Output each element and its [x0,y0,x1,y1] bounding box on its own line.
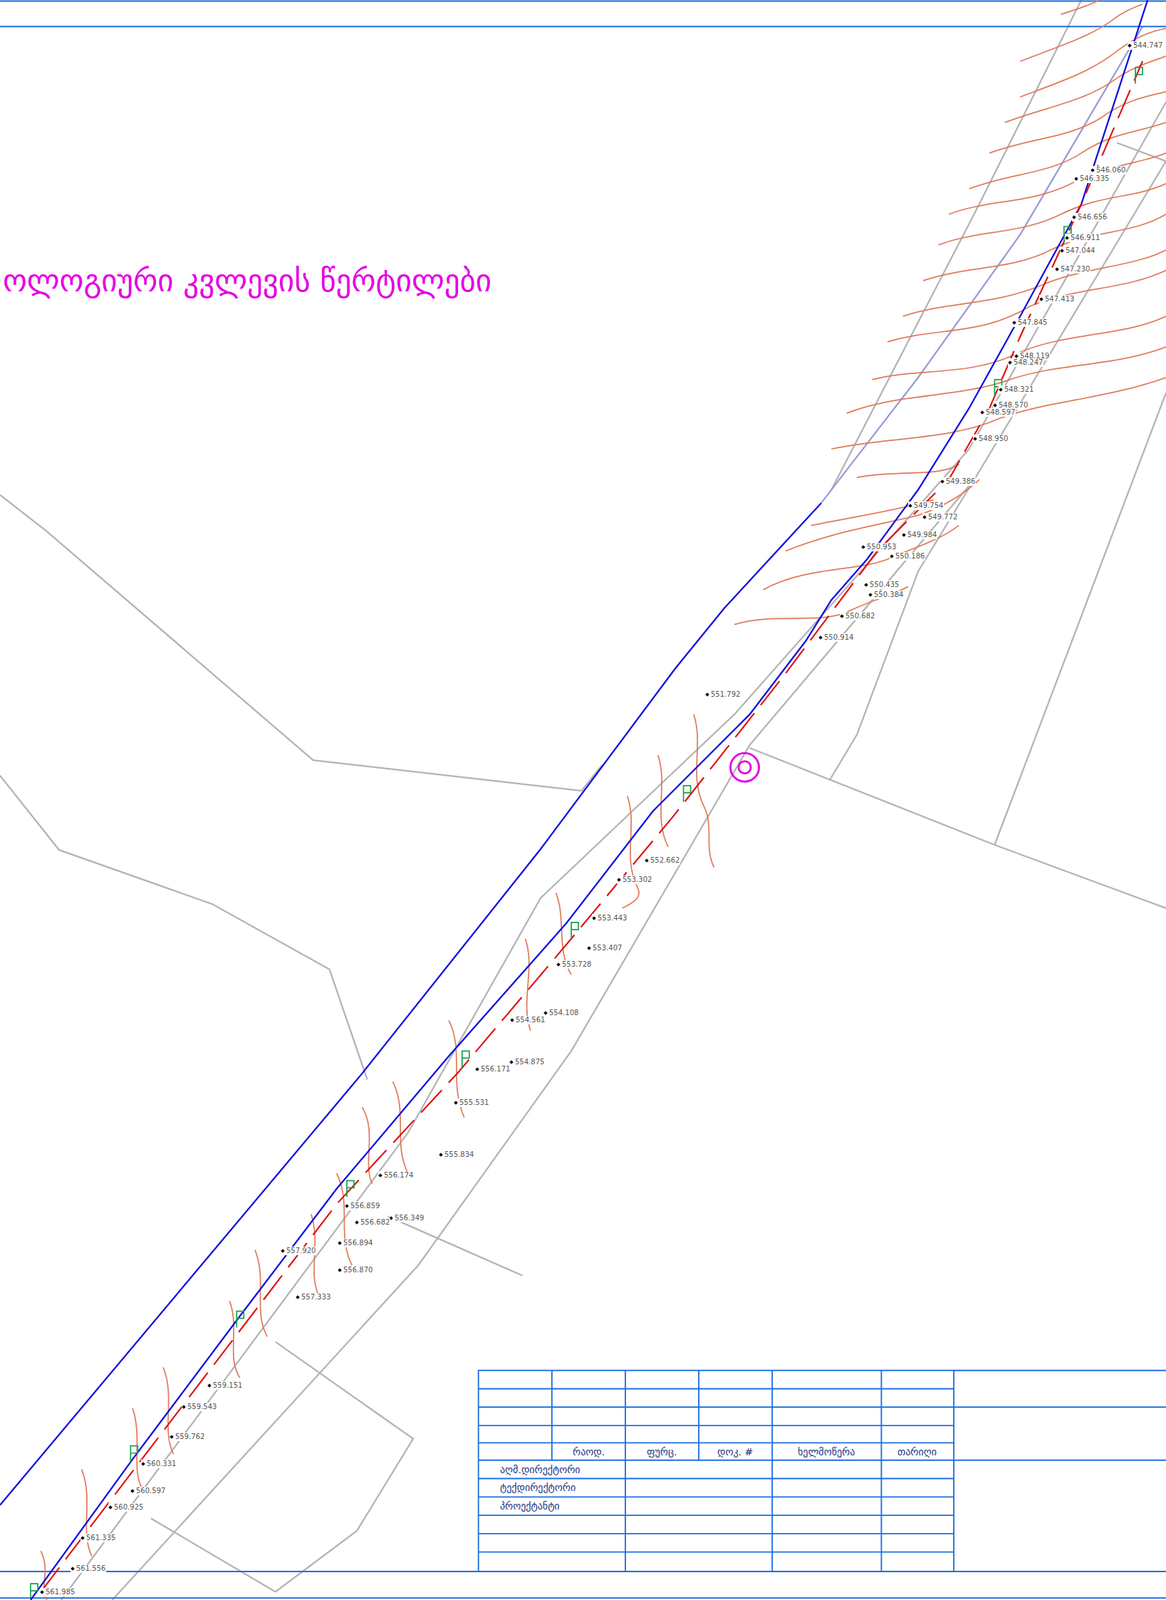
elevation-label: 546.335 [1074,174,1110,184]
elevation-label: 553.407 [586,943,623,953]
table-header: ფურც. [646,1445,677,1459]
elevation-label: 556.894 [337,1238,374,1248]
outer-boundary [0,502,822,1506]
geology-point-symbol [730,752,759,782]
elevation-label: 547.230 [1054,264,1091,274]
elevation-label: 549.772 [922,512,959,522]
elevation-label: 550.914 [818,633,855,642]
elevation-label: 548.597 [980,408,1016,417]
elevation-label: 556.174 [378,1170,414,1180]
elevation-label: 546.060 [1090,165,1127,175]
elevation-label: 556.870 [337,1265,374,1275]
elevation-label: 550.384 [868,590,904,600]
elevation-label: 559.762 [169,1432,206,1441]
elevation-label: 547.845 [1012,318,1048,327]
table-header: დოკ. # [717,1445,753,1459]
elevation-label: 555.834 [438,1150,475,1159]
elevation-label: 556.349 [388,1213,425,1223]
elevation-label: 550.682 [839,611,876,621]
elevation-label: 548.247 [1007,358,1044,367]
elevation-label: 557.920 [280,1246,317,1256]
elevation-label: 553.443 [591,913,628,923]
table-role: ტექდირექტორი [500,1480,576,1494]
elevation-label: 550.186 [889,552,926,561]
elevation-label: 560.331 [141,1459,177,1469]
elevation-label: 556.682 [354,1217,391,1227]
elevation-label: 553.302 [616,875,653,884]
elevation-label: 550.435 [863,580,900,590]
elevation-label: 555.531 [453,1098,490,1107]
elevation-label: 560.597 [130,1486,166,1496]
elevation-label: 546.911 [1064,233,1101,243]
elevation-label: 556.859 [344,1201,381,1211]
title-block-grid [478,1370,1166,1572]
elevation-label: 544.747 [1127,41,1164,50]
boundary-lavender [821,26,1143,503]
table-header: რაოდ. [572,1445,605,1459]
route-boundary [30,0,1148,1600]
elevation-label: 560.925 [108,1502,144,1512]
elevation-label: 546.656 [1071,212,1108,222]
elevation-label: 548.950 [972,434,1009,444]
elevation-label: 550.953 [861,542,897,552]
elevation-label: 559.151 [207,1381,243,1390]
elevation-label: 554.108 [543,1008,580,1018]
elevation-label: 561.985 [39,1587,76,1597]
elevation-label: 554.875 [509,1057,545,1067]
elevation-label: 549.754 [908,501,944,510]
elevation-label: 553.728 [556,960,592,969]
elevation-label: 549.984 [901,530,938,540]
table-header: თარიღი [897,1445,937,1459]
elevation-label: 552.662 [644,856,681,865]
elevation-label: 559.543 [181,1402,218,1412]
table-header: ხელმოწერა [797,1445,855,1459]
contour-lines [40,0,1166,1600]
elevation-label: 547.413 [1039,294,1075,304]
elevation-label: 548.321 [998,385,1035,394]
table-role: პროექტანტი [500,1499,560,1513]
table-role: აღმ.დირექტორი [500,1463,581,1476]
elevation-label: 556.171 [475,1064,511,1074]
elevation-label: 547.044 [1059,246,1096,255]
elevation-label: 561.335 [80,1533,117,1543]
elevation-label: 557.333 [295,1292,332,1302]
elevation-label: 551.792 [705,690,741,699]
elevation-label: 549.386 [940,477,976,486]
map-title: ოლოგიური კვლევის წერტილები [2,262,492,300]
elevation-label: 554.561 [509,1015,546,1025]
elevation-label: 561.556 [70,1564,107,1573]
